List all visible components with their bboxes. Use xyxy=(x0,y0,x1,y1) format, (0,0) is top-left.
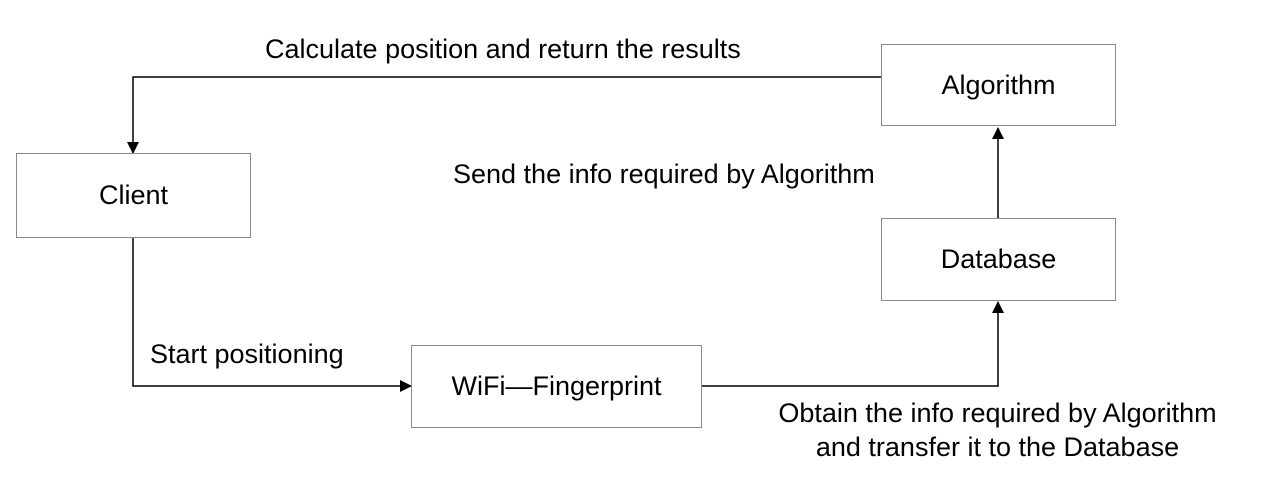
node-algorithm-label: Algorithm xyxy=(941,69,1056,100)
node-wifi-fingerprint-label: WiFi—Fingerprint xyxy=(451,371,662,401)
node-database: Database xyxy=(881,218,1116,301)
edge-label-start-positioning: Start positioning xyxy=(150,339,344,369)
node-algorithm: Algorithm xyxy=(881,44,1116,126)
edge-label-obtain-info: Obtain the info required by Algorithm an… xyxy=(720,396,1275,464)
edge-label-obtain-info-line1: Obtain the info required by Algorithm xyxy=(778,398,1217,428)
edge-wifi-to-database xyxy=(702,301,1004,387)
edge-label-obtain-info-line2: and transfer it to the Database xyxy=(815,432,1180,462)
edge-client-to-wifi xyxy=(132,238,412,392)
edge-label-send-info: Send the info required by Algorithm xyxy=(453,159,875,189)
node-database-label: Database xyxy=(940,244,1057,274)
node-wifi-fingerprint: WiFi—Fingerprint xyxy=(411,345,702,428)
edge-label-calculate-position: Calculate position and return the result… xyxy=(265,34,741,64)
node-client: Client xyxy=(16,153,251,238)
node-client-label: Client xyxy=(98,180,169,210)
edge-algorithm-to-client xyxy=(127,76,881,154)
